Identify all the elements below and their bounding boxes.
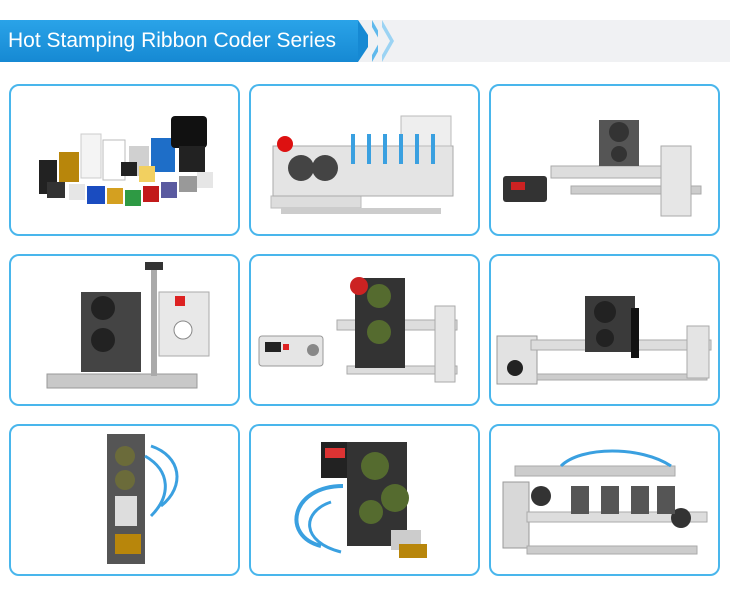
- coder-with-controller-image: [503, 120, 702, 217]
- product-card-vertical-pneumatic-coder[interactable]: [9, 424, 240, 576]
- pneumatic-coder-with-display-image: [294, 442, 427, 558]
- horizontal-frame-coder-image: [496, 296, 712, 385]
- page-title: Hot Stamping Ribbon Coder Series: [8, 29, 337, 52]
- product-card-pneumatic-coder-with-display[interactable]: [249, 424, 480, 576]
- multi-head-pneumatic-coder-image: [502, 449, 708, 555]
- product-card-tabletop-coder[interactable]: [9, 254, 240, 406]
- chevron-mask: [378, 20, 390, 62]
- header-bar: Hot Stamping Ribbon Coder Series: [0, 20, 730, 62]
- ribbon-rolls-image: [39, 116, 213, 206]
- header-title-banner: Hot Stamping Ribbon Coder Series: [0, 20, 372, 62]
- product-card-coder-with-controller[interactable]: [489, 84, 720, 236]
- vertical-pneumatic-coder-image: [107, 434, 179, 564]
- multi-head-coder-image: [270, 115, 454, 214]
- product-card-frame-coder-with-controller[interactable]: [249, 254, 480, 406]
- product-card-horizontal-frame-coder[interactable]: [489, 254, 720, 406]
- tabletop-coder-image: [46, 262, 210, 389]
- product-card-multi-head-coder[interactable]: [249, 84, 480, 236]
- chevron-mask: [368, 20, 380, 62]
- frame-coder-with-controller-image: [258, 277, 458, 383]
- product-card-multi-head-pneumatic-coder[interactable]: [489, 424, 720, 576]
- product-card-ribbon-rolls[interactable]: [9, 84, 240, 236]
